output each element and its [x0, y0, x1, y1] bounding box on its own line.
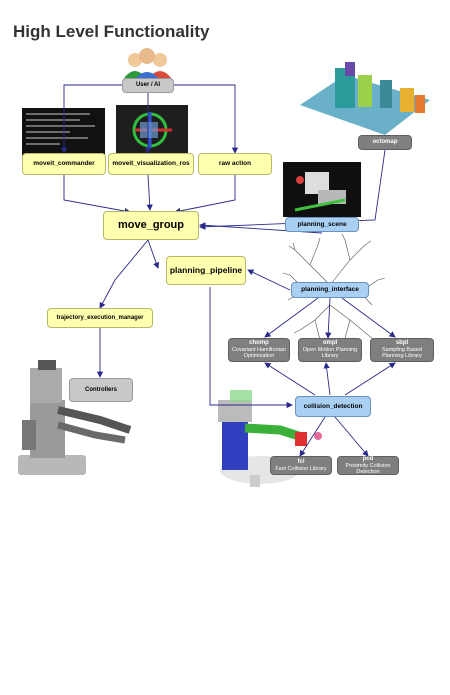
ompl-node: ompl Open Motion Planning Library — [298, 338, 362, 362]
raw-action-node: raw action — [198, 153, 272, 175]
rviz-screenshot — [116, 105, 188, 155]
fcl-node: fcl Fast Collision Library — [270, 456, 332, 475]
planning-scene-node: planning_scene — [285, 217, 359, 232]
pcd-name: pcd — [362, 455, 374, 462]
chomp-name: chomp — [249, 340, 269, 347]
octomap-image — [300, 62, 430, 135]
ompl-desc: Open Motion Planning Library — [302, 347, 358, 360]
user-ai-node: User / AI — [122, 78, 174, 93]
pr2-robot-image — [18, 360, 132, 475]
pcd-desc: Proximity Collision Detection — [345, 462, 391, 475]
chomp-desc: Covariant Hamiltonian Optimization — [231, 347, 287, 360]
users-icon — [124, 48, 171, 80]
trajectory-execution-manager-node: trajectory_execution_manager — [47, 308, 153, 328]
controllers-node: Controllers — [69, 378, 133, 402]
connectors — [60, 84, 396, 457]
planning-pipeline-node: planning_pipeline — [166, 256, 246, 285]
octomap-node: octomap — [358, 135, 412, 150]
moveit-visualization-ros-node: moveit_visualization_ros — [108, 153, 194, 175]
planning-scene-screenshot — [283, 162, 361, 217]
chomp-node: chomp Covariant Hamiltonian Optimization — [228, 338, 290, 362]
terminal-screenshot — [22, 108, 105, 156]
fcl-desc: Fast Collision Library — [275, 465, 327, 472]
collision-detection-node: collision_detection — [295, 396, 371, 417]
page-title: High Level Functionality — [13, 22, 210, 41]
move-group-node: move_group — [103, 211, 199, 240]
moveit-commander-node: moveit_commander — [22, 153, 106, 175]
fcl-name: fcl — [297, 458, 305, 465]
pcd-node: pcd Proximity Collision Detection — [337, 456, 399, 475]
ompl-name: ompl — [322, 340, 338, 347]
planning-interface-node: planning_interface — [291, 282, 369, 298]
sbpl-node: sbpl Sampling Based Planning Library — [370, 338, 434, 362]
sbpl-name: sbpl — [395, 340, 409, 347]
sbpl-desc: Sampling Based Planning Library — [381, 347, 423, 360]
